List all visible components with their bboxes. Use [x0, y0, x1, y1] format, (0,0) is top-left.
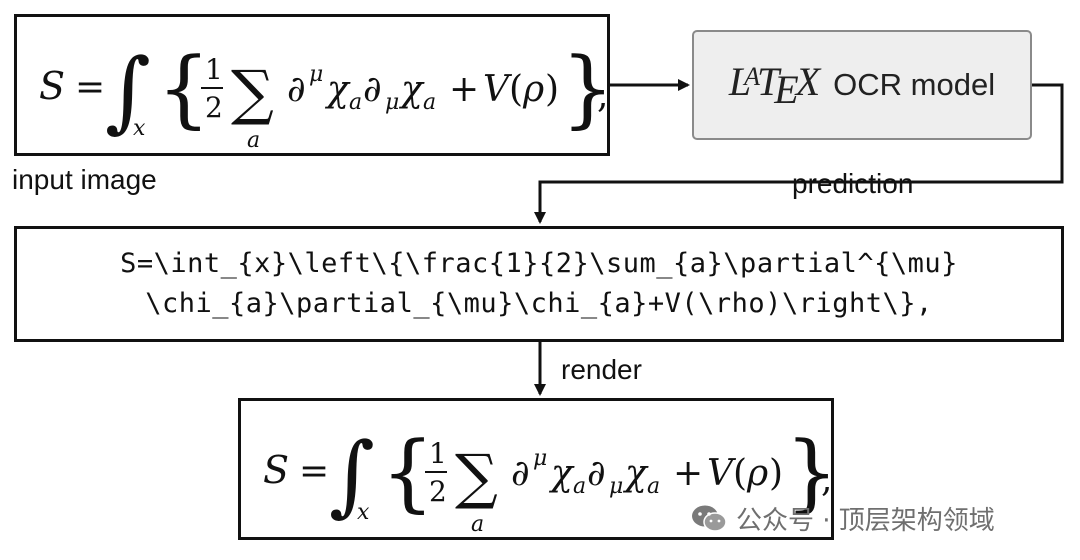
input-image-caption: input image	[12, 164, 157, 195]
input-formula	[38, 38, 616, 154]
latex-code-line-1: S=\int_{x}\left\{\frac{1}{2}\sum_{a}\par…	[120, 248, 958, 279]
render-label: render	[561, 354, 642, 385]
prediction-label: prediction	[788, 170, 918, 198]
input-image-box	[14, 14, 616, 156]
rendered-output-box	[238, 398, 840, 540]
latex-code-line-2: \chi_{a}\partial_{\mu}\chi_{a}+V(\rho)\r…	[145, 288, 933, 319]
latex-logo: LATEX	[728, 58, 820, 112]
wechat-icon	[692, 505, 727, 532]
ocr-model-box: LATEX OCR model	[692, 30, 1032, 140]
ocr-model-label: OCR model	[833, 67, 996, 102]
latex-code-box: S=\int_{x}\left\{\frac{1}{2}\sum_{a}\par…	[14, 226, 1064, 342]
watermark: 公众号 · 顶层架构领域	[690, 500, 995, 537]
watermark-text: 公众号 · 顶层架构领域	[736, 506, 995, 536]
